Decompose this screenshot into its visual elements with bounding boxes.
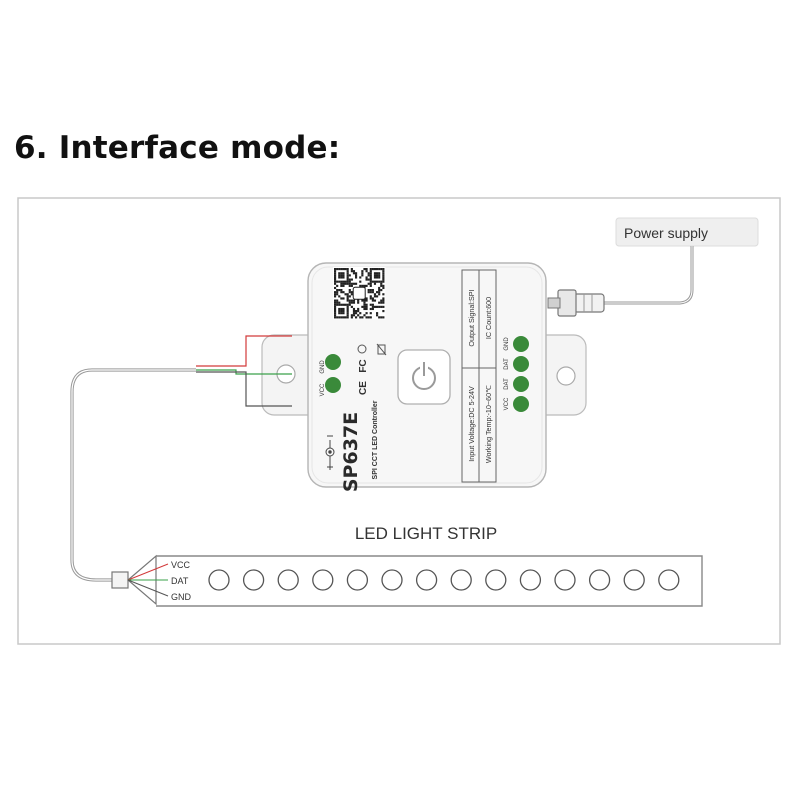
spec-input-voltage: Input Voltage:DC 5-24V [467, 386, 476, 462]
led-13 [623, 569, 645, 591]
right-terminal-label-vcc: VCC [504, 397, 510, 410]
led-8 [450, 569, 472, 591]
led-4 [312, 569, 334, 591]
diagram-frame [17, 197, 781, 645]
weee-icon [377, 344, 386, 355]
controller-wires [196, 335, 292, 407]
right-terminal-label-gnd: GND [504, 337, 510, 351]
left-terminal-label-vcc: VCC [320, 383, 326, 396]
ce-mark: CE [358, 381, 369, 395]
qr-code [333, 267, 386, 320]
terminal-gnd-left [325, 354, 341, 370]
controller-model: SP637E [340, 412, 362, 492]
left-terminal-label-gnd: GND [320, 360, 326, 374]
power-supply-label: Power supply [624, 225, 708, 241]
led-strip-label: LED LIGHT STRIP [355, 524, 497, 543]
power-cable [600, 246, 694, 305]
spec-output-signal: Output Signal:SPI [467, 289, 476, 346]
terminal-dat-right-1 [513, 356, 529, 372]
rohs-icon [357, 344, 367, 354]
led-3 [277, 569, 299, 591]
dc-polarity-icon [325, 435, 335, 470]
power-button [397, 349, 451, 405]
led-10 [519, 569, 542, 591]
power-supply-label-box: Power supply [615, 217, 759, 247]
led-strip [156, 555, 703, 607]
led-6 [381, 569, 403, 591]
led-11 [554, 569, 576, 591]
page-heading: 6. Interface mode: [14, 130, 341, 166]
led-12 [588, 569, 611, 591]
terminal-vcc-right [513, 396, 529, 412]
specs-box: Input Voltage:DC 5-24V Working Temp:-10~… [461, 269, 497, 483]
led-9 [485, 569, 507, 591]
strip-cable [70, 368, 196, 582]
terminal-dat-right-2 [513, 376, 529, 392]
strip-connector [111, 554, 169, 606]
terminal-gnd-right [513, 336, 529, 352]
led-2 [242, 569, 265, 591]
led-group [208, 569, 680, 591]
strip-pin-dat: DAT [171, 576, 189, 586]
right-terminal-label-dat-1: DAT [504, 358, 510, 370]
strip-pin-vcc: VCC [171, 560, 191, 570]
left-terminal-block: GND VCC [320, 354, 341, 396]
led-5 [346, 569, 369, 591]
led-7 [415, 569, 438, 591]
spec-ic-count: IC Count:600 [484, 297, 493, 339]
right-terminal-block: GND DAT DAT VCC [504, 336, 529, 412]
right-terminal-label-dat-2: DAT [504, 378, 510, 390]
led-1 [208, 569, 230, 591]
led-14 [658, 569, 680, 591]
strip-pin-gnd: GND [171, 592, 192, 602]
dc-connector-icon [547, 289, 605, 317]
certification-marks: CE FC [357, 343, 387, 395]
terminal-vcc-left [325, 377, 341, 393]
controller-subtitle: SPI CCT LED Controller [372, 400, 379, 479]
fc-mark: FC [358, 359, 369, 372]
spec-working-temp: Working Temp:-10~60℃ [484, 385, 493, 463]
